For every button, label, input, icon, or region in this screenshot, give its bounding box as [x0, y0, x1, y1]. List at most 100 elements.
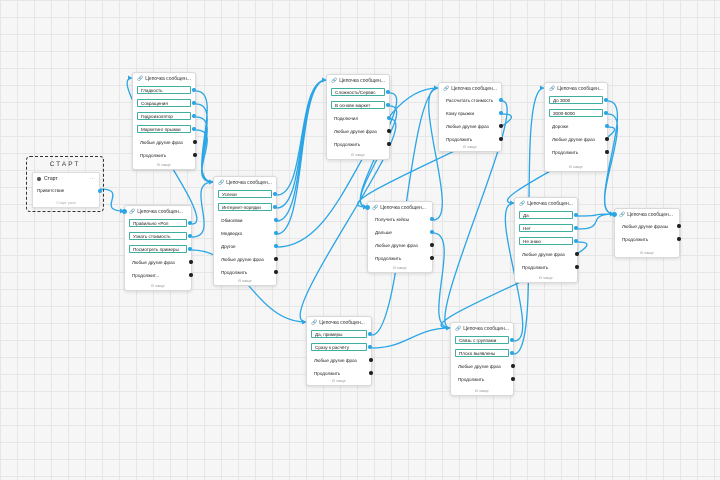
- connection-line[interactable]: [195, 129, 214, 183]
- connection-line[interactable]: [195, 90, 214, 183]
- node-option[interactable]: Подключил: [331, 114, 391, 122]
- node-header[interactable]: 🔗Цепочка сообщен...: [327, 75, 389, 86]
- node-option[interactable]: Любые другие фраз: [311, 356, 373, 364]
- node-header[interactable]: 🔗Цепочка сообщен...: [545, 83, 607, 94]
- node-option[interactable]: Любые другие фраз: [372, 241, 434, 249]
- quick-reply-button[interactable]: Гидроизолятор: [137, 112, 196, 120]
- output-port[interactable]: [387, 142, 391, 146]
- quick-reply-button[interactable]: Гладкость: [137, 86, 196, 94]
- output-port[interactable]: [605, 137, 609, 141]
- output-port[interactable]: [274, 270, 278, 274]
- node-option[interactable]: Другое: [218, 242, 278, 250]
- output-port[interactable]: [193, 140, 197, 144]
- output-port[interactable]: [677, 224, 681, 228]
- quick-reply-button[interactable]: Интернет-порядки: [218, 203, 277, 211]
- output-port[interactable]: [499, 137, 503, 141]
- node-option[interactable]: Продолжить: [331, 140, 391, 148]
- output-port[interactable]: [368, 345, 372, 349]
- output-port[interactable]: [188, 234, 192, 238]
- node-option[interactable]: Любые другие фраз: [519, 250, 579, 258]
- node-option[interactable]: Обмолвки: [218, 216, 278, 224]
- start-card[interactable]: Старт ··· Приветствие Старт узла: [32, 172, 102, 208]
- node-option[interactable]: Любые другие фразы: [619, 222, 681, 230]
- quick-reply-button[interactable]: Да: [519, 211, 578, 219]
- node-option[interactable]: Продолжить: [372, 254, 434, 262]
- quick-reply-button[interactable]: Сложность/Сервис: [331, 88, 390, 96]
- quick-reply-button[interactable]: Узнать стоимость: [129, 232, 192, 240]
- input-port[interactable]: [612, 212, 617, 217]
- node-header[interactable]: 🔗Цепочка сообщен...: [133, 73, 195, 84]
- node-option[interactable]: Продолжить: [519, 263, 579, 271]
- node-option[interactable]: Кому прыжки: [443, 109, 503, 117]
- quick-reply-button[interactable]: Плохо выявлены: [455, 349, 514, 357]
- quick-reply-button[interactable]: Посмотреть примеры: [129, 245, 192, 253]
- output-port[interactable]: [387, 116, 391, 120]
- output-port[interactable]: [499, 124, 503, 128]
- output-port[interactable]: [430, 256, 434, 260]
- output-port[interactable]: [273, 192, 277, 196]
- node-option[interactable]: Дальше: [372, 228, 434, 236]
- connection-line[interactable]: [195, 103, 214, 183]
- output-port[interactable]: [511, 377, 515, 381]
- node-option[interactable]: Медведко: [218, 229, 278, 237]
- node-header[interactable]: 🔗Цепочка сообщен...: [125, 206, 191, 217]
- output-port[interactable]: [192, 127, 196, 131]
- connection-line[interactable]: [276, 79, 327, 196]
- node-header[interactable]: 🔗Цепочка сообщен...: [615, 209, 679, 220]
- connection-line[interactable]: [577, 213, 615, 230]
- output-port[interactable]: [273, 205, 277, 209]
- node-option[interactable]: Продолжить: [137, 151, 197, 159]
- quick-reply-button[interactable]: В основе маркет: [331, 101, 390, 109]
- output-port[interactable]: [604, 98, 608, 102]
- output-port[interactable]: [192, 101, 196, 105]
- node-option[interactable]: Продолжить: [619, 235, 681, 243]
- connection-line[interactable]: [432, 232, 451, 329]
- output-port[interactable]: [369, 371, 373, 375]
- node-option[interactable]: Продолжить: [549, 148, 609, 156]
- node-header[interactable]: 🔗Цепочка сообщен...: [368, 202, 432, 213]
- quick-reply-button[interactable]: Сразу к расчёту: [311, 343, 372, 351]
- output-port[interactable]: [510, 351, 514, 355]
- node-option[interactable]: Любые другие фраз: [443, 122, 503, 130]
- output-port[interactable]: [386, 90, 390, 94]
- output-port[interactable]: [574, 213, 578, 217]
- output-port[interactable]: [188, 221, 192, 225]
- output-port[interactable]: [605, 124, 609, 128]
- more-icon[interactable]: ···: [90, 176, 95, 182]
- output-port[interactable]: [605, 150, 609, 154]
- quick-reply-button[interactable]: Маркетинг прыжки: [137, 125, 196, 133]
- node-option[interactable]: Продолжить: [311, 369, 373, 377]
- node-option[interactable]: Продолжит...: [129, 271, 193, 279]
- output-port[interactable]: [574, 226, 578, 230]
- connection-line[interactable]: [191, 181, 214, 238]
- node-option[interactable]: Продолжить: [443, 135, 503, 143]
- connection-line[interactable]: [276, 79, 327, 222]
- connection-line[interactable]: [276, 79, 327, 235]
- output-port[interactable]: [677, 237, 681, 241]
- node-option[interactable]: Любые другие фраз: [455, 362, 515, 370]
- quick-reply-button[interactable]: Сокращения: [137, 99, 196, 107]
- output-port[interactable]: [193, 153, 197, 157]
- quick-reply-button[interactable]: Не знаю: [519, 237, 578, 245]
- node-option[interactable]: Любые другие фраз: [129, 258, 193, 266]
- node-option[interactable]: Любые другие фраз: [331, 127, 391, 135]
- quick-reply-button[interactable]: Связь с группами: [455, 336, 514, 344]
- output-port[interactable]: [430, 217, 434, 221]
- quick-reply-button[interactable]: До 3000: [549, 96, 608, 104]
- quick-reply-button[interactable]: Нет: [519, 224, 578, 232]
- connection-line[interactable]: [276, 79, 327, 209]
- output-port[interactable]: [274, 244, 278, 248]
- quick-reply-button[interactable]: 3000-5000: [549, 109, 608, 117]
- node-option[interactable]: Любые другие фраз: [549, 135, 609, 143]
- input-port[interactable]: [122, 209, 127, 214]
- output-port[interactable]: [499, 111, 503, 115]
- output-port[interactable]: [387, 129, 391, 133]
- output-port[interactable]: [430, 230, 434, 234]
